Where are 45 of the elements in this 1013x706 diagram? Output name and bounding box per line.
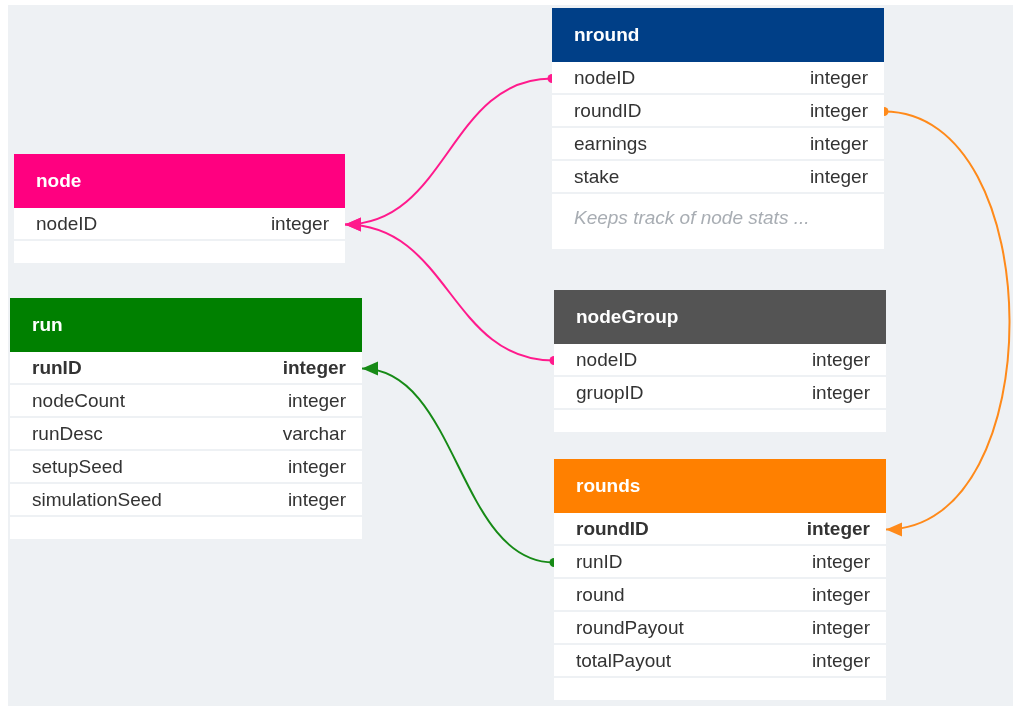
table-header: rounds (554, 459, 886, 513)
column-name: runDesc (32, 423, 103, 445)
column-name: earnings (574, 133, 647, 155)
column-type: integer (811, 382, 870, 404)
column-type: integer (809, 133, 868, 155)
table-card (554, 290, 886, 432)
column-type: integer (811, 584, 870, 606)
column-name: gruopID (576, 382, 644, 404)
column-name: roundID (576, 518, 649, 540)
column-name: roundPayout (576, 617, 684, 639)
column-type: integer (809, 67, 868, 89)
table-note: Keeps track of node stats ... (574, 207, 810, 229)
column-name: roundID (574, 100, 642, 122)
column-type: integer (811, 349, 870, 371)
table-card (552, 8, 884, 249)
table-header: nround (552, 8, 884, 62)
column-name: runID (576, 551, 623, 573)
table-header: node (14, 154, 345, 208)
column-type: integer (282, 357, 346, 379)
table-card (14, 154, 345, 263)
column-name: nodeCount (32, 390, 125, 412)
table-card (10, 298, 362, 539)
column-name: stake (574, 166, 620, 188)
column-name: simulationSeed (32, 489, 162, 511)
column-type: integer (811, 617, 870, 639)
column-type: varchar (282, 423, 346, 445)
column-type: integer (287, 489, 346, 511)
column-type: integer (811, 650, 870, 672)
column-name: round (576, 584, 625, 606)
column-type: integer (287, 456, 346, 478)
table-card (554, 459, 886, 700)
column-name: setupSeed (32, 456, 123, 478)
column-type: integer (287, 390, 346, 412)
column-name: totalPayout (576, 650, 672, 672)
column-name: nodeID (576, 349, 638, 371)
column-name: runID (32, 357, 82, 379)
column-name: nodeID (36, 213, 98, 235)
column-type: integer (270, 213, 329, 235)
table-header: run (10, 298, 362, 352)
column-type: integer (809, 100, 868, 122)
column-type: integer (809, 166, 868, 188)
table-header: nodeGroup (554, 290, 886, 344)
column-type: integer (811, 551, 870, 573)
column-name: nodeID (574, 67, 636, 89)
column-type: integer (806, 518, 870, 540)
